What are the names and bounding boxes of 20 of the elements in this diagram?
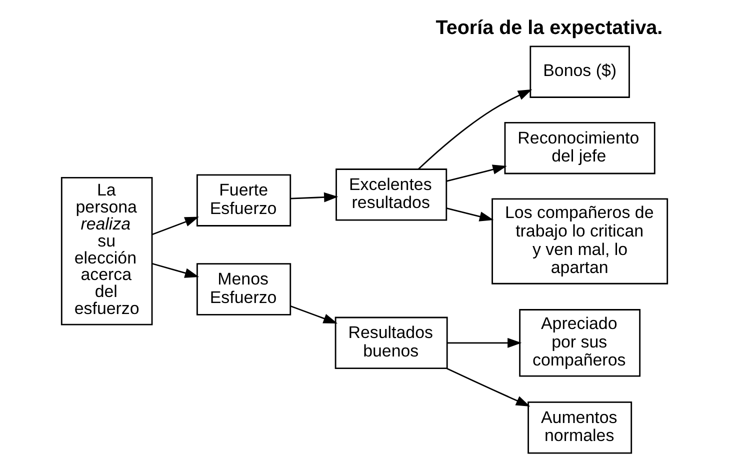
node-box: Apreciado por sus compañeros [519,309,641,377]
node-box: Excelentes resultados [336,168,448,221]
arrow [446,164,507,182]
node-box: Bonos ($) [530,46,630,98]
arrow [447,338,522,348]
diagram-title: Teoría de la expectativa. [436,17,663,39]
arrow [446,207,494,222]
arrow [446,368,530,406]
arrow [152,262,200,278]
arrow [152,216,199,236]
arrow [290,305,338,324]
node-box: Fuerte Esfuerzo [196,174,292,226]
node-box: Reconocimiento del jefe [504,122,656,174]
node-box: Resultados buenos [334,316,448,370]
node-box: Los compañeros de trabajo lo critican y ven mal, lo apartan [492,198,668,284]
node-box: Menos Esfuerzo [196,263,292,316]
node-box: La persona realiza su elección acerca del esfuerzo [60,177,153,326]
arrow [290,192,338,202]
node-box: Aumentos normales [528,402,632,454]
arrow [418,89,532,170]
